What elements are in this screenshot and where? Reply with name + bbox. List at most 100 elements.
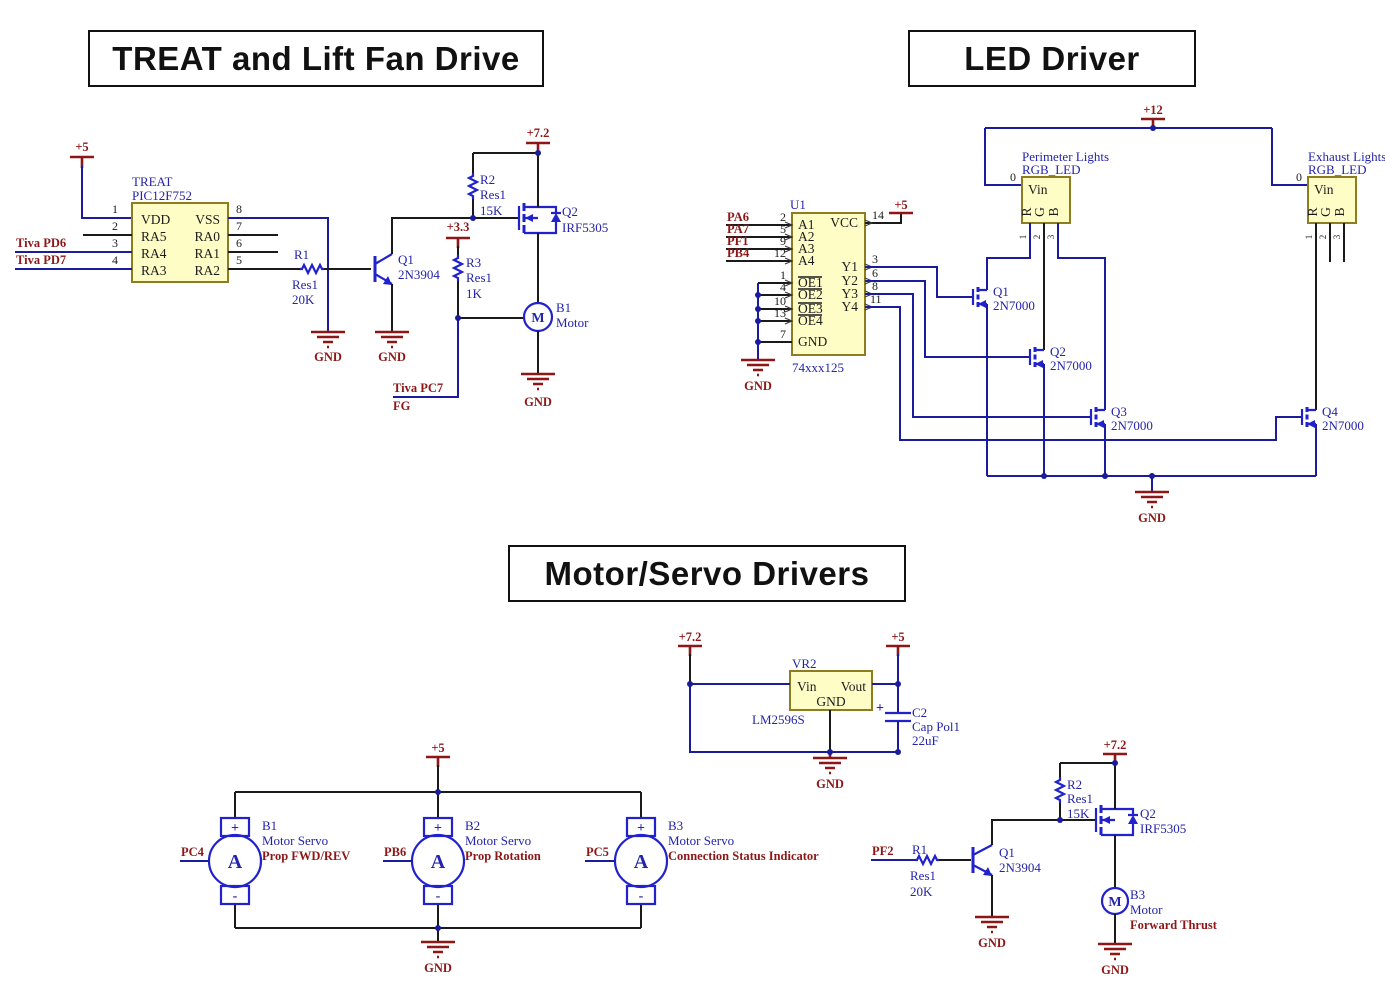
- mosfet-q2-irf5305-right: Q2 IRF5305: [1094, 763, 1186, 888]
- regulator-ref: VR2: [792, 656, 817, 671]
- pin-name: A3: [798, 241, 815, 256]
- pin-name-vin: Vin: [1314, 182, 1334, 197]
- servo-glyph: A: [431, 851, 446, 873]
- pin-name: GND: [798, 334, 827, 349]
- minus-terminal: -: [233, 889, 238, 904]
- section-motor-servo-drivers: +7.2 VR2 Vin Vout GND LM2596S +5 + C2 C: [180, 630, 1218, 977]
- motor-b3: M B3 Motor Forward Thrust: [1100, 886, 1218, 944]
- mosfet-q2-irf5305: Q2 IRF5305: [517, 153, 608, 303]
- motor-b1: M B1 Motor: [522, 300, 589, 374]
- mosfet-part: 2N7000: [1322, 418, 1364, 433]
- pin-number: 4: [780, 280, 786, 294]
- power-symbol-12v: +12: [1141, 103, 1165, 128]
- led-exhaust: Exhaust Lights RGB_LED Vin 0 R G B 1 2 3: [1296, 149, 1385, 239]
- regulator-vr2: VR2 Vin Vout GND LM2596S: [689, 656, 898, 753]
- pin-name-b: B: [1046, 207, 1061, 216]
- servo-b3: + A - PC5 B3 Motor Servo Connection Stat…: [585, 816, 819, 906]
- pin-name-vin: Vin: [1028, 182, 1048, 197]
- resistor-r1: R1 Res1 20K: [292, 247, 371, 307]
- pin-number: 2: [1318, 235, 1328, 240]
- gnd-label: GND: [1101, 963, 1129, 977]
- resistor-r2: R2 Res1 15K: [466, 152, 538, 218]
- pin-number: 1: [112, 202, 118, 216]
- motor-desc: Motor: [556, 315, 589, 330]
- pin-name: OE3: [798, 301, 823, 316]
- gnd-label: GND: [816, 777, 844, 791]
- mosfet-part: 2N7000: [1050, 358, 1092, 373]
- pin-number: 1: [1304, 235, 1314, 240]
- pin-name-vin: Vin: [797, 679, 817, 694]
- motor-ref: B1: [556, 300, 571, 315]
- net-label-pb6: PB6: [384, 845, 406, 859]
- capacitor-c2: + C2 Cap Pol1 22uF: [876, 701, 960, 752]
- pin-name: Y4: [842, 299, 859, 314]
- mosfet-ref: Q3: [1111, 404, 1127, 419]
- mosfet-part: IRF5305: [562, 220, 608, 235]
- chip-designator: TREAT: [132, 174, 173, 189]
- resistor-ref: R1: [294, 247, 309, 262]
- gnd-symbol: GND: [741, 358, 775, 393]
- mosfet-ref: Q4: [1322, 404, 1338, 419]
- chip-part: PIC12F752: [132, 188, 192, 203]
- pin-name-r: R: [1305, 207, 1320, 216]
- title-treat-lift-fan: TREAT and Lift Fan Drive: [88, 30, 544, 87]
- gnd-symbol: GND: [1135, 490, 1169, 525]
- mosfet-q4-2n7000: Q4 2N7000: [1300, 404, 1364, 433]
- pin-number: 0: [1010, 170, 1016, 184]
- pin-number: 2: [1032, 235, 1042, 240]
- servo-glyph: A: [634, 851, 649, 873]
- motor-ref: B3: [1130, 887, 1145, 902]
- pin-number: 3: [112, 236, 118, 250]
- gnd-symbol: GND: [375, 330, 409, 364]
- pin-number: 8: [872, 279, 878, 293]
- mosfet-part: 2N7000: [993, 298, 1035, 313]
- pin-name-r: R: [1019, 207, 1034, 216]
- title-motor-servo-drivers: Motor/Servo Drivers: [508, 545, 906, 602]
- net-label-tiva-pd6: Tiva PD6: [16, 236, 66, 250]
- pin-number: 9: [780, 234, 786, 248]
- plus-terminal: +: [231, 821, 239, 836]
- net-label-pf1: PF1: [727, 234, 749, 248]
- transistor-q1-2n3904: Q1 2N3904: [373, 217, 519, 332]
- power-label: +5: [431, 741, 444, 755]
- led-part: RGB_LED: [1022, 162, 1081, 177]
- cap-polarity: +: [876, 701, 884, 716]
- pin-number: 3: [1332, 234, 1342, 239]
- resistor-r1-right: R1 Res1 20K: [910, 842, 971, 899]
- power-label: +7.2: [527, 126, 550, 140]
- pin-name: A2: [798, 229, 815, 244]
- power-symbol-5v-vr2: +5: [886, 630, 910, 713]
- power-label: +5: [891, 630, 904, 644]
- pin-name: VDD: [141, 212, 170, 227]
- pin-number: 10: [774, 294, 786, 308]
- resistor-ref: R2: [480, 172, 495, 187]
- power-symbol-5v-servos: +5: [426, 741, 450, 792]
- gnd-label: GND: [424, 961, 452, 975]
- resistor-value: 1K: [466, 286, 483, 301]
- pin-name: RA2: [194, 263, 220, 278]
- pin-number: 0: [1296, 170, 1302, 184]
- pin-name: VCC: [830, 215, 858, 230]
- led-part: RGB_LED: [1308, 162, 1367, 177]
- chip-part: 74xxx125: [792, 360, 844, 375]
- servo-ref: B1: [262, 818, 277, 833]
- pin-number: 13: [774, 306, 786, 320]
- gnd-symbol: GND: [1098, 942, 1132, 977]
- pin-name: Y1: [842, 259, 859, 274]
- pin-name: RA3: [141, 263, 167, 278]
- power-label: +7.2: [1104, 738, 1127, 752]
- minus-terminal: -: [436, 889, 441, 904]
- servo-glyph: A: [228, 851, 243, 873]
- servo-b2: + A - PB6 B2 Motor Servo Prop Rotation: [383, 816, 541, 906]
- servo-desc: Connection Status Indicator: [668, 849, 819, 863]
- net-label-pf2: PF2: [872, 844, 894, 858]
- net-label-pa7: PA7: [727, 222, 749, 236]
- transistor-part: 2N3904: [398, 267, 440, 282]
- servo-type: Motor Servo: [465, 833, 531, 848]
- motor-desc2: Forward Thrust: [1130, 918, 1218, 932]
- net-label-pc4: PC4: [181, 845, 205, 859]
- mosfet-q1-2n7000: Q1 2N7000: [971, 284, 1035, 313]
- resistor-lib: Res1: [292, 277, 318, 292]
- pin-name-vout: Vout: [841, 679, 867, 694]
- pin-number: 2: [780, 210, 786, 224]
